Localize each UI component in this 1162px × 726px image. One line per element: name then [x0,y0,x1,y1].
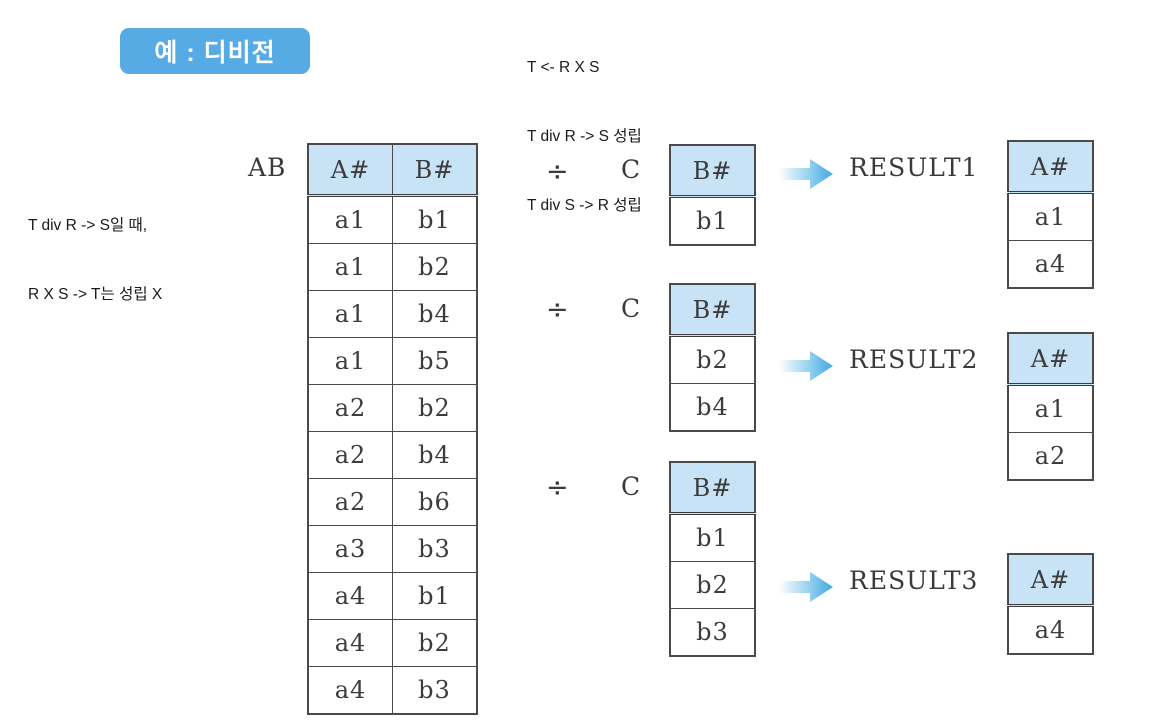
cell-a: a2 [1007,432,1094,481]
note-left-line-1: T div R -> S일 때, [28,217,148,234]
result-table-3: A# a4 [1007,553,1094,655]
table-header-row: A# B# [307,143,478,197]
column-header-a: A# [1007,140,1094,194]
divisor-table-1: B# b1 [669,144,756,246]
cell-b: b3 [669,608,756,657]
table-header-row: B# [669,144,756,198]
divisor-label-2: C [621,294,642,323]
result-label-3: RESULT3 [849,566,979,595]
cell-a: a2 [307,384,393,432]
note-top-right-line-3: T div S -> R 성립 [527,197,642,214]
column-header-a: A# [1007,553,1094,607]
cell-a: a4 [1007,605,1094,655]
cell-a: a3 [307,525,393,573]
cell-b: b1 [392,195,478,244]
divisor-label-3: C [621,472,642,501]
note-left: T div R -> S일 때, R X S -> T는 성립 X [28,168,162,329]
table-row: a4 b3 [307,666,478,715]
result-table-2: A# a1 a2 [1007,332,1094,481]
cell-b: b2 [392,619,478,667]
table-row: a2 b2 [307,384,478,432]
table-header-row: B# [669,461,756,515]
cell-a: a2 [307,478,393,526]
table-row: a1 b2 [307,243,478,291]
note-top-right-line-1: T <- R X S [527,59,600,76]
cell-b: b1 [669,196,756,246]
cell-b: b2 [392,243,478,291]
right-arrow-icon [779,351,833,381]
title-badge-label: 예 : 디비전 [154,39,276,67]
cell-b: b2 [669,335,756,384]
note-top-right: T <- R X S T div R -> S 성립 T div S -> R … [527,10,642,240]
table-row: a4 b1 [307,572,478,620]
table-row: a2 b4 [307,431,478,479]
column-header-b: B# [392,143,478,197]
cell-a: a1 [307,195,393,244]
divisor-table-2: B# b2 b4 [669,283,756,432]
cell-b: b4 [392,290,478,338]
cell-a: a1 [307,337,393,385]
right-arrow-icon [779,159,833,189]
cell-b: b1 [392,572,478,620]
table-row: b1 [669,513,756,562]
cell-a: a2 [307,431,393,479]
column-header-b: B# [669,461,756,515]
cell-a: a4 [307,572,393,620]
table-header-row: B# [669,283,756,337]
table-row: b4 [669,383,756,432]
cell-b: b4 [669,383,756,432]
title-badge: 예 : 디비전 [120,28,310,74]
table-row: a2 b6 [307,478,478,526]
table-row: a1 b5 [307,337,478,385]
table-row: a1 b1 [307,195,478,244]
table-row: a1 b4 [307,290,478,338]
column-header-a: A# [307,143,393,197]
divide-operator-2: ÷ [546,294,569,325]
cell-a: a4 [1007,240,1094,289]
table-row: a1 [1007,384,1094,433]
cell-b: b5 [392,337,478,385]
cell-b: b6 [392,478,478,526]
right-arrow-icon [779,572,833,602]
table-row: a2 [1007,432,1094,481]
table-row: b1 [669,196,756,246]
divisor-label-1: C [621,155,642,184]
cell-b: b1 [669,513,756,562]
cell-b: b2 [392,384,478,432]
cell-a: a4 [307,619,393,667]
table-header-row: A# [1007,332,1094,386]
table-row: a4 [1007,240,1094,289]
column-header-a: A# [1007,332,1094,386]
cell-b: b3 [392,666,478,715]
note-left-line-2: R X S -> T는 성립 X [28,286,163,303]
table-row: a1 [1007,192,1094,241]
cell-b: b4 [392,431,478,479]
cell-b: b2 [669,561,756,609]
cell-a: a1 [307,290,393,338]
note-top-right-line-2: T div R -> S 성립 [527,128,642,145]
result-label-2: RESULT2 [849,345,979,374]
result-table-1: A# a1 a4 [1007,140,1094,289]
divide-operator-1: ÷ [546,156,569,187]
table-row: b3 [669,608,756,657]
cell-b: b3 [392,525,478,573]
column-header-b: B# [669,283,756,337]
table-row: a3 b3 [307,525,478,573]
column-header-b: B# [669,144,756,198]
cell-a: a4 [307,666,393,715]
divide-operator-3: ÷ [546,472,569,503]
result-label-1: RESULT1 [849,153,979,182]
ab-relation-label: AB [248,153,287,182]
table-row: a4 b2 [307,619,478,667]
table-row: b2 [669,561,756,609]
ab-relation-table: A# B# a1 b1 a1 b2 a1 b4 a1 b5 a2 b2 a2 b… [307,143,478,715]
table-header-row: A# [1007,553,1094,607]
cell-a: a1 [1007,384,1094,433]
cell-a: a1 [307,243,393,291]
table-row: a4 [1007,605,1094,655]
cell-a: a1 [1007,192,1094,241]
table-row: b2 [669,335,756,384]
divisor-table-3: B# b1 b2 b3 [669,461,756,657]
table-header-row: A# [1007,140,1094,194]
